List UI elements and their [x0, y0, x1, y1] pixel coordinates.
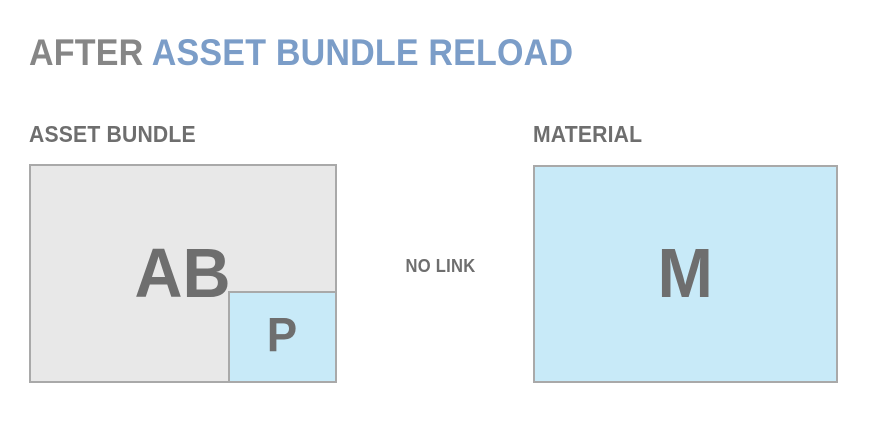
relationship-annotation: NO LINK: [35, 256, 835, 277]
material-box: M: [533, 165, 838, 383]
asset-bundle-box: AB: [29, 164, 337, 383]
page-title-prefix: AFTER: [29, 32, 152, 73]
asset-bundle-glyph: AB: [134, 233, 232, 312]
page-title: AFTER ASSET BUNDLE RELOAD: [29, 30, 573, 76]
material-caption: MATERIAL: [533, 121, 643, 147]
page-title-highlight: ASSET BUNDLE RELOAD: [151, 32, 574, 73]
prefab-box: P: [228, 291, 337, 383]
prefab-glyph: P: [267, 309, 298, 362]
material-glyph: M: [657, 234, 714, 312]
asset-bundle-caption: ASSET BUNDLE: [29, 121, 196, 147]
no-link-label: NO LINK: [405, 256, 476, 276]
